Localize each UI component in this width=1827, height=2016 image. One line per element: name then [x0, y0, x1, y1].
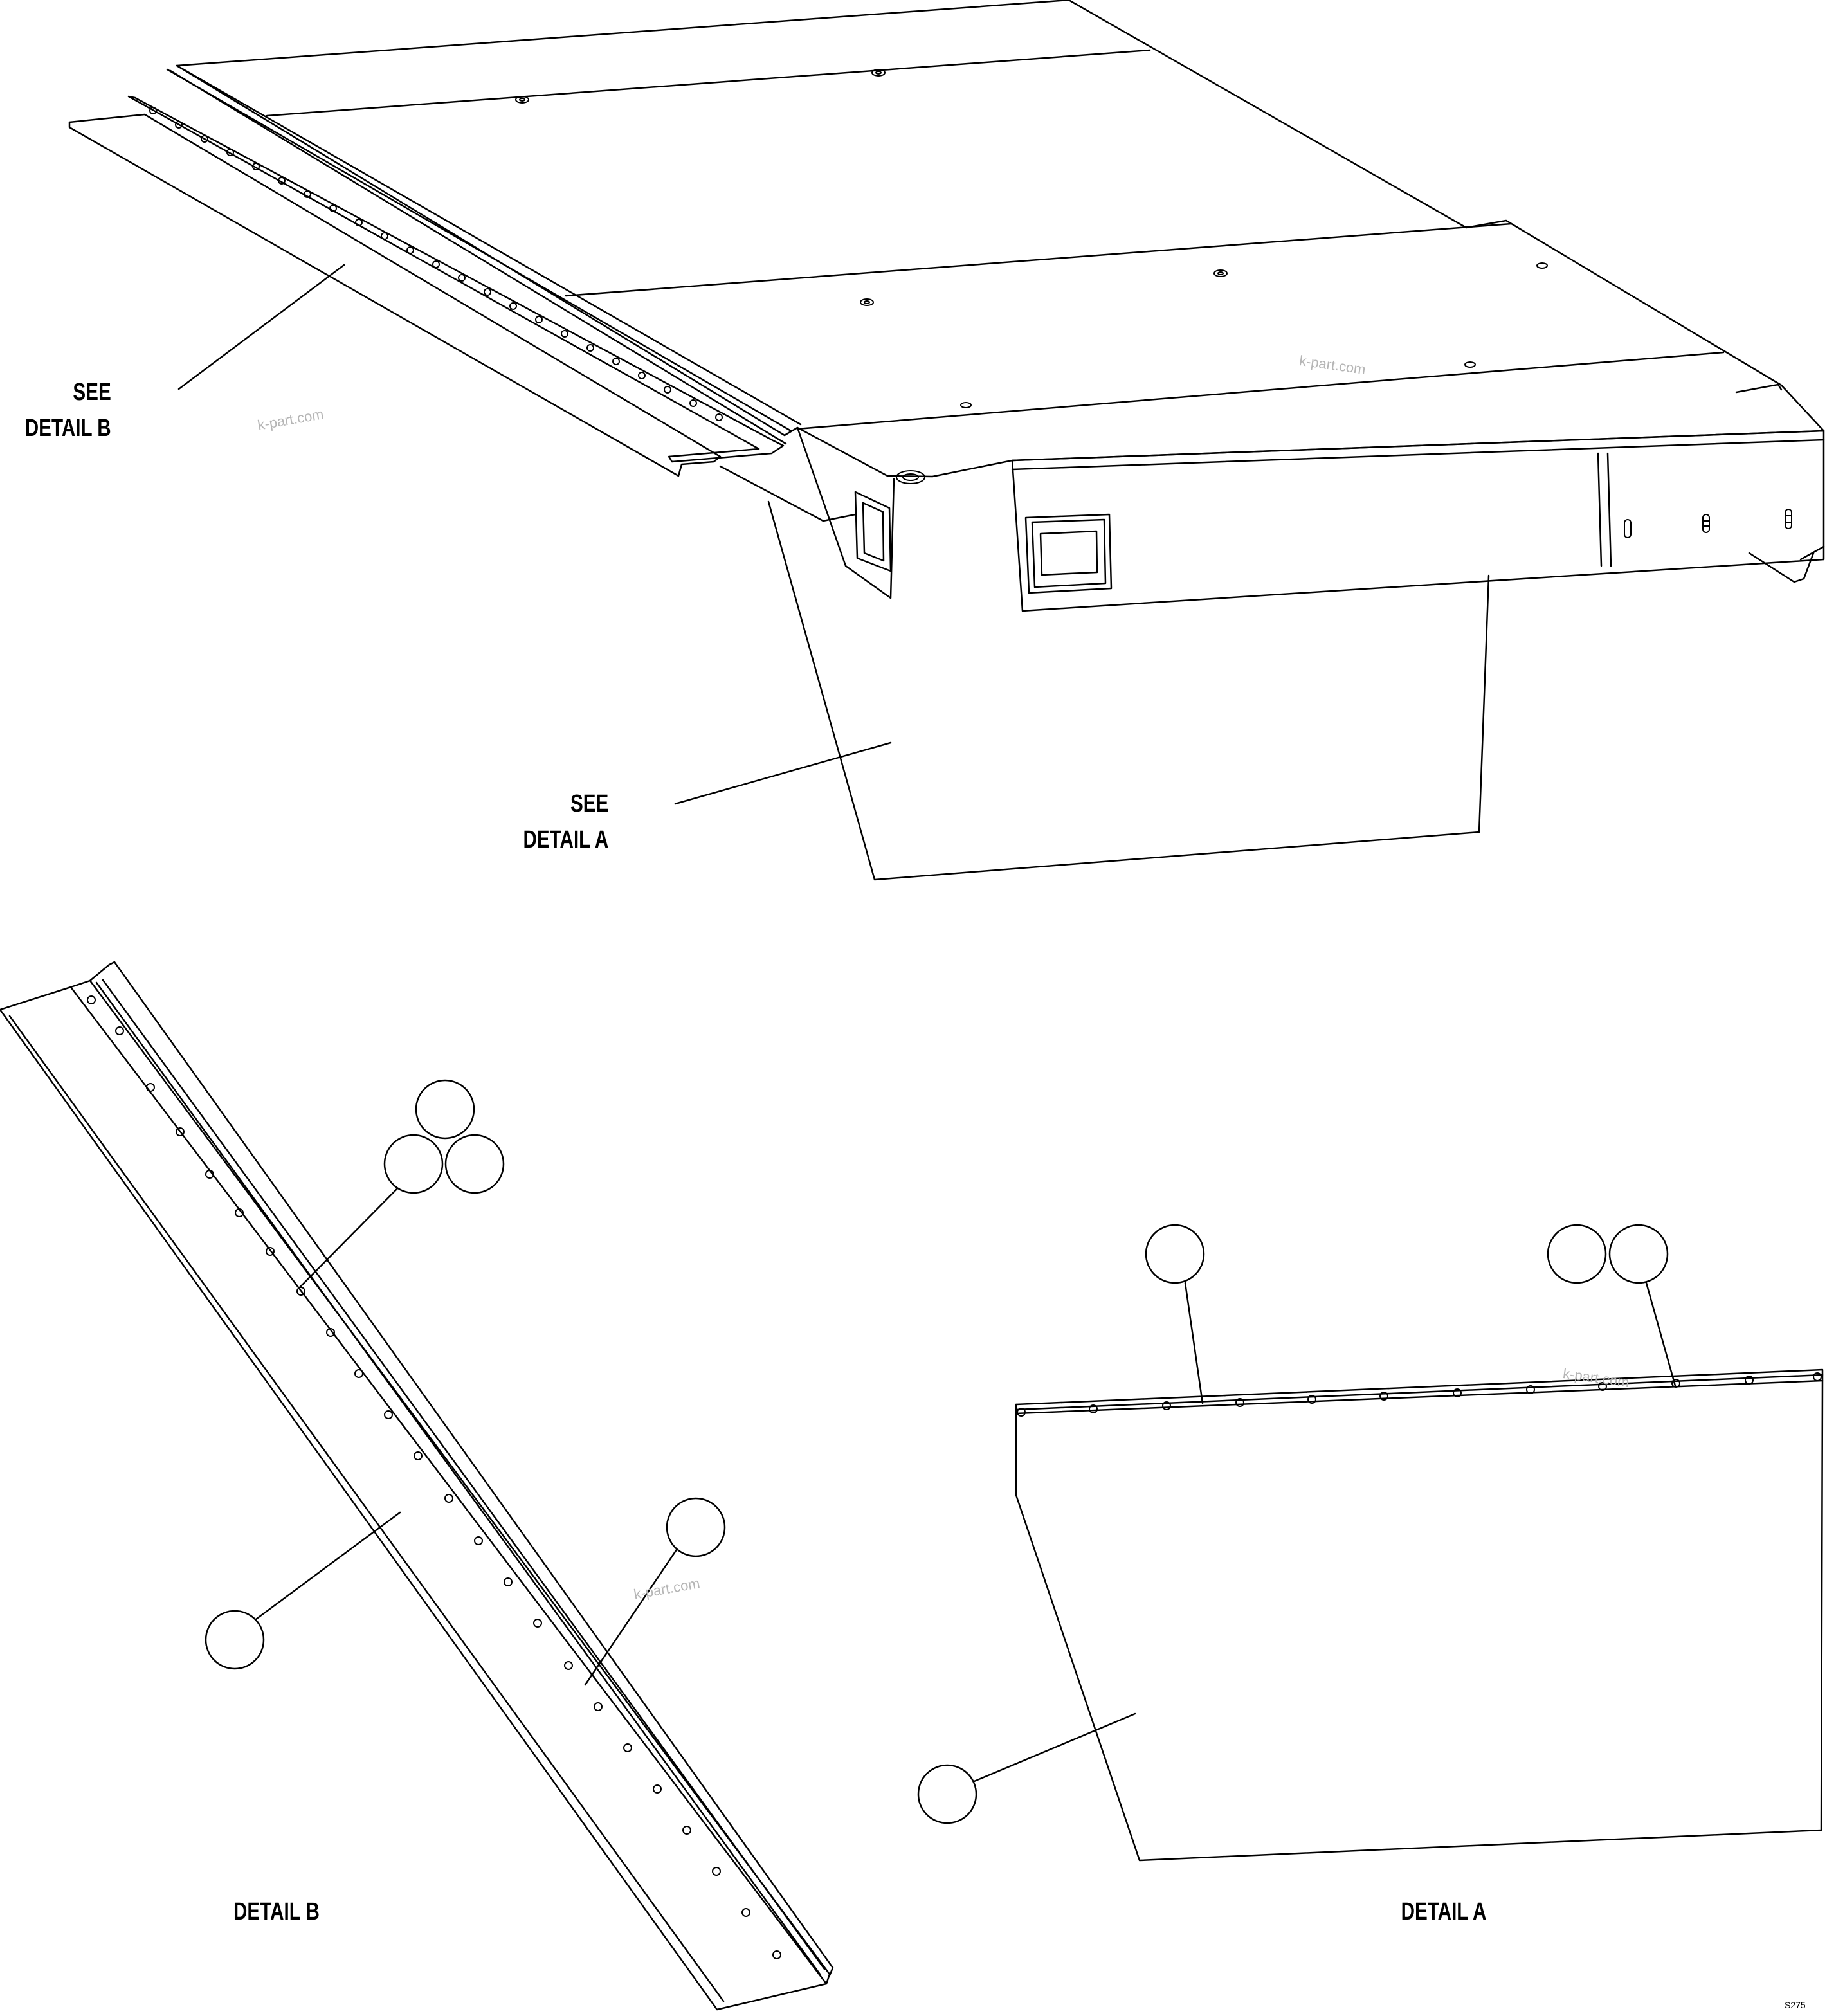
- detail-b-rail: [69, 979, 831, 1985]
- bottom-bracket: [1748, 552, 1815, 583]
- detail-a-top-strip: [1015, 1368, 1824, 1415]
- deck-notch: [1735, 383, 1783, 394]
- see-detail-b-label: SEE DETAIL B: [25, 374, 111, 446]
- detail-b-caption: DETAIL B: [233, 1898, 320, 1925]
- main-assembly: [68, 0, 1825, 881]
- flap-strip: [68, 113, 722, 477]
- callout-leader: [255, 1511, 401, 1621]
- callout-balloon: [1547, 1224, 1607, 1284]
- drawing-code: S275: [1785, 2000, 1806, 2010]
- callout-balloon: [383, 1134, 444, 1194]
- callout-leader: [1645, 1282, 1677, 1387]
- callout-balloon: [917, 1764, 977, 1824]
- panel-seam: [565, 222, 1513, 297]
- front-face: [1011, 430, 1825, 612]
- see-detail-b-line1: SEE: [73, 379, 111, 406]
- callout-balloon: [205, 1610, 265, 1670]
- panel-seam: [266, 49, 1151, 117]
- callout-balloon: [444, 1134, 505, 1194]
- callout-balloon: [1608, 1224, 1669, 1284]
- callout-leader: [1184, 1282, 1204, 1404]
- leader-detail-a: [674, 741, 892, 805]
- see-detail-a-line2: DETAIL A: [523, 826, 608, 853]
- mounting-rail: [127, 95, 785, 463]
- detail-b-drawing: [0, 961, 834, 2011]
- detail-b-bolt-row: [87, 995, 781, 1959]
- callout-balloon: [415, 1079, 475, 1140]
- side-skirt-panel: [767, 500, 1490, 881]
- see-detail-a-line1: SEE: [570, 790, 608, 817]
- callout-leader: [298, 1187, 399, 1289]
- callout-balloon: [666, 1497, 726, 1557]
- see-detail-b-line2: DETAIL B: [25, 415, 111, 442]
- deck-bolt-holes: [515, 69, 1548, 484]
- detail-a-callouts: [917, 1224, 1677, 1824]
- detail-a-panel: [1015, 1379, 1824, 1862]
- front-window: [1024, 513, 1113, 594]
- leader-detail-b: [177, 264, 345, 390]
- detail-a-drawing: [917, 1224, 1824, 1862]
- callout-leader: [584, 1548, 678, 1686]
- see-detail-a-label: SEE DETAIL A: [523, 786, 608, 858]
- rail-bolt-row: [149, 107, 723, 421]
- callout-leader: [973, 1712, 1136, 1783]
- side-window: [854, 491, 892, 572]
- corner-face: [796, 426, 895, 599]
- detail-b-callouts: [205, 1079, 726, 1686]
- front-panel-divider: [1597, 452, 1603, 567]
- panel-slots: [1624, 509, 1792, 538]
- callout-balloon: [1145, 1224, 1205, 1284]
- detail-a-caption: DETAIL A: [1401, 1898, 1487, 1925]
- detail-a-bolt-row: [1017, 1372, 1822, 1417]
- panel-seam: [796, 351, 1725, 430]
- front-face-top-edge: [1011, 439, 1825, 471]
- deck-top-outline: [176, 0, 1825, 478]
